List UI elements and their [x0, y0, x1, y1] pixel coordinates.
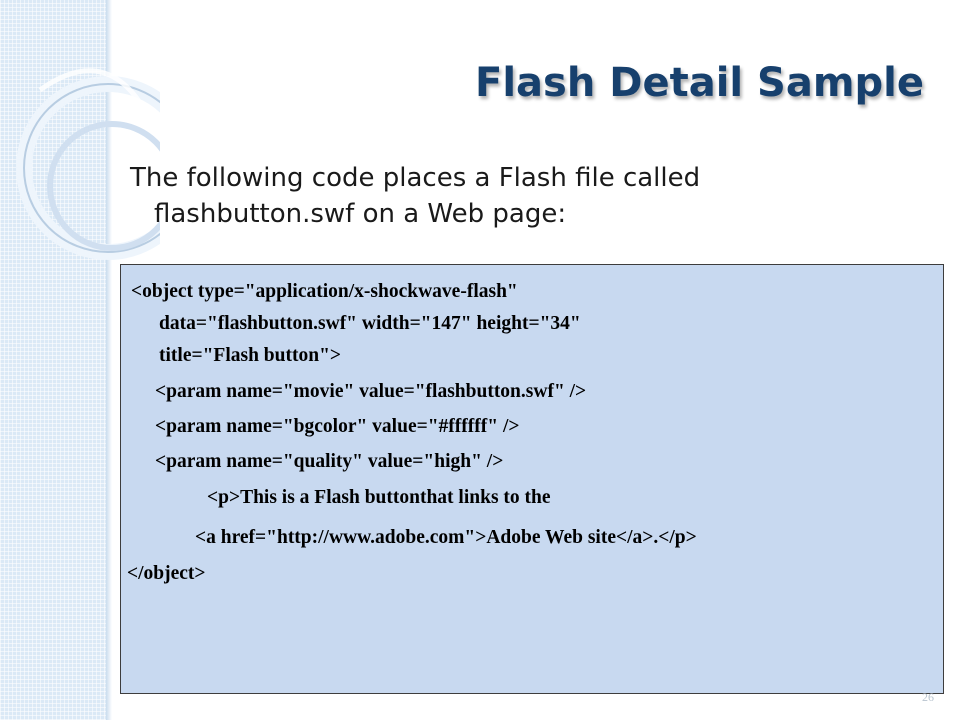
code-line-2: data="flashbutton.swf" width="147" heigh…	[159, 313, 581, 334]
intro-text: The following code places a Flash file c…	[130, 160, 910, 232]
code-line-5: <param name="bgcolor" value="#ffffff" />	[155, 416, 520, 437]
swirl-decoration-icon	[16, 68, 160, 260]
code-line-8: <a href="http://www.adobe.com">Adobe Web…	[195, 527, 697, 548]
code-line-4: <param name="movie" value="flashbutton.s…	[155, 381, 587, 402]
code-sample-box: <object type="application/x-shockwave-fl…	[120, 264, 944, 694]
code-line-6: <param name="quality" value="high" />	[155, 451, 504, 472]
code-line-1: <object type="application/x-shockwave-fl…	[131, 281, 518, 302]
intro-line-1: The following code places a Flash file c…	[130, 163, 701, 193]
code-line-7: <p>This is a Flash buttonthat links to t…	[207, 487, 551, 508]
slide-title: Flash Detail Sample	[475, 60, 924, 106]
decorative-side-band	[0, 0, 107, 720]
code-line-3: title="Flash button">	[159, 345, 342, 366]
side-band-edge	[106, 0, 112, 720]
code-line-9: </object>	[127, 563, 206, 584]
intro-line-2: flashbutton.swf on a Web page:	[154, 199, 567, 229]
page-number: 26	[922, 690, 934, 704]
